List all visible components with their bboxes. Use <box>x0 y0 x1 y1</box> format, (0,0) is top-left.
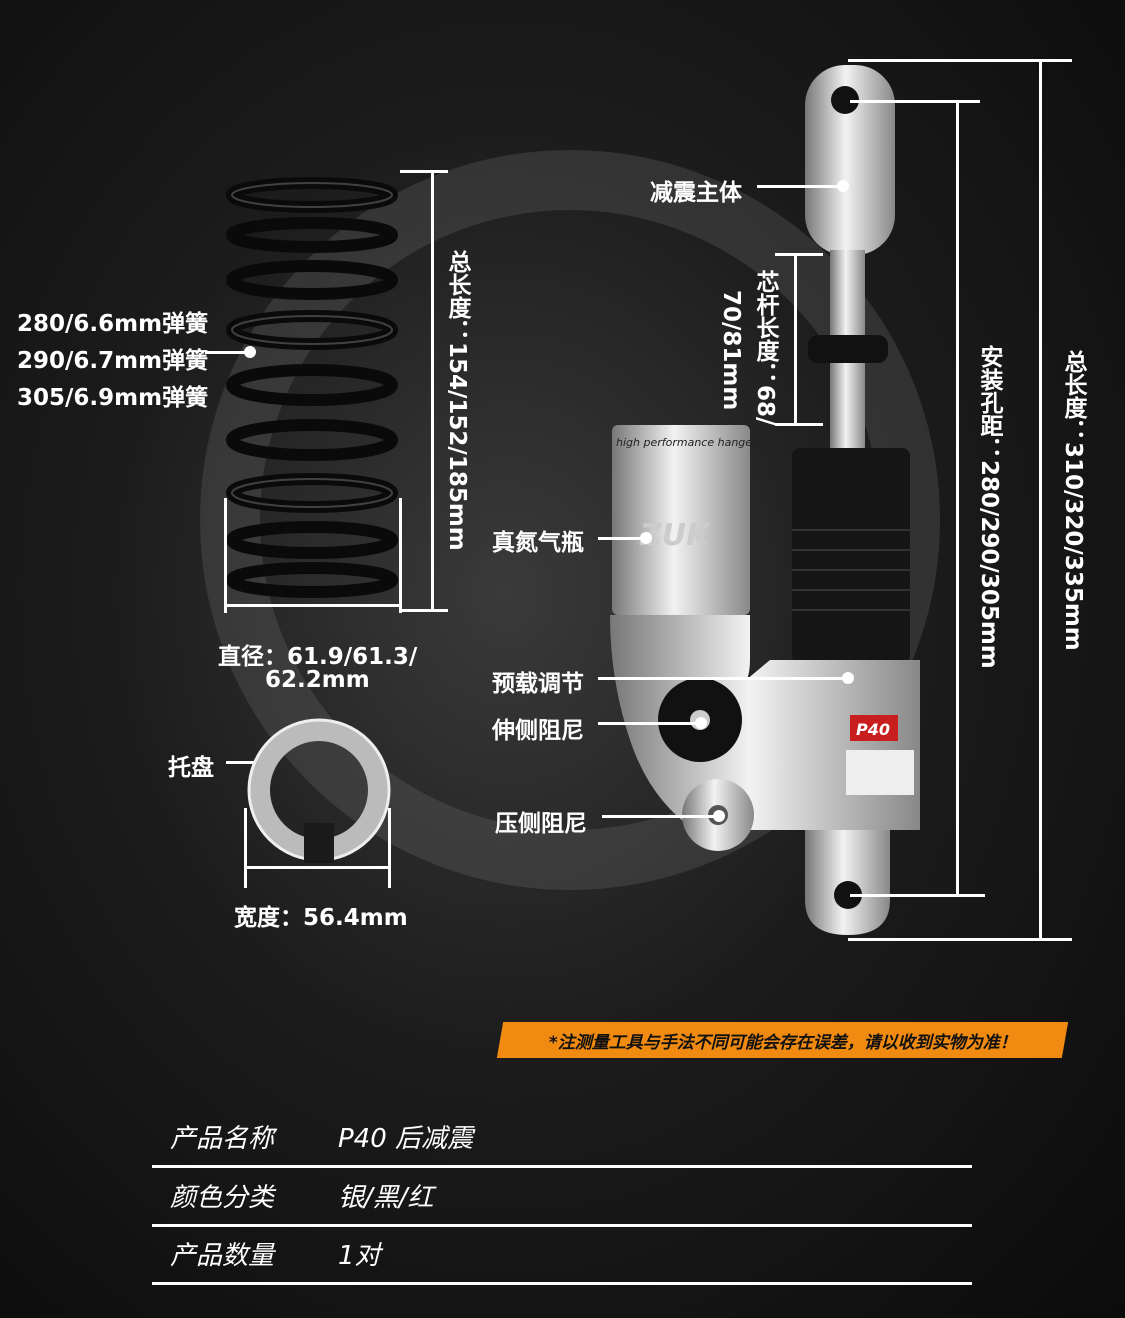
spec-value: 1对 <box>338 1241 381 1271</box>
model-badge: P40 <box>856 720 890 739</box>
dimension-tick <box>224 498 227 613</box>
total-length-line <box>1039 59 1042 941</box>
label-preload-adjust: 预载调节 <box>492 671 584 697</box>
label-shock-body: 减震主体 <box>650 180 742 206</box>
dimension-tick <box>399 498 402 613</box>
dimension-tick <box>850 100 980 103</box>
spec-key: 产品数量 <box>170 1241 275 1271</box>
spec-key: 颜色分类 <box>170 1183 275 1213</box>
leader-line <box>757 185 843 188</box>
spring-diameter-cont: 62.2mm <box>265 667 370 693</box>
mount-distance: 安装孔距：280/290/305mm <box>976 345 1002 669</box>
spec-value: P40 后减震 <box>338 1124 474 1154</box>
leader-dot <box>695 717 707 729</box>
rod-length: 芯杆长度：68/ <box>752 270 778 426</box>
leader-line <box>205 351 250 354</box>
leader-dot <box>837 180 849 192</box>
rod-length-cont: 70/81mm <box>718 290 744 411</box>
dimension-tick <box>244 808 247 888</box>
dimension-tick <box>388 808 391 888</box>
disclaimer-text: *注测量工具与手法不同可能会存在误差，请以收到实物为准！ <box>548 1032 1017 1053</box>
dimension-tick <box>848 938 1072 941</box>
spring-option-2: 290/6.7mm弹簧 <box>17 348 209 374</box>
leader-dot <box>842 672 854 684</box>
leader-line <box>598 722 700 725</box>
rod-length-line <box>794 253 797 426</box>
dimension-tick <box>850 894 985 897</box>
spec-key: 产品名称 <box>170 1124 275 1154</box>
tray-ring-image <box>247 718 391 863</box>
spring-total-length: 总长度：154/152/185mm <box>444 250 470 551</box>
spring-option-1: 280/6.6mm弹簧 <box>17 311 209 337</box>
spec-value: 银/黑/红 <box>338 1183 434 1213</box>
disclaimer-banner: *注测量工具与手法不同可能会存在误差，请以收到实物为准！ <box>496 1022 1069 1058</box>
spec-row: 产品数量 1对 <box>152 1227 972 1285</box>
spring-option-3: 305/6.9mm弹簧 <box>17 385 209 411</box>
spec-row: 颜色分类 银/黑/红 <box>152 1169 972 1227</box>
dimension-line <box>431 170 434 612</box>
dimension-tick <box>400 170 448 173</box>
shock-total-length: 总长度：310/320/335mm <box>1060 350 1086 651</box>
tray-width: 宽度：56.4mm <box>234 905 408 931</box>
dimension-tick <box>400 609 448 612</box>
leader-line <box>598 677 848 680</box>
shock-absorber-image: high performance hanger ZUK P40 <box>610 65 920 935</box>
label-rebound-damping: 伸侧阻尼 <box>492 718 584 744</box>
leader-dot <box>640 532 652 544</box>
diameter-line <box>224 604 402 607</box>
dimension-tick <box>848 59 1072 62</box>
label-compression-damping: 压侧阻尼 <box>495 811 587 837</box>
leader-line <box>598 537 645 540</box>
spec-row: 产品名称 P40 后减震 <box>152 1110 972 1168</box>
label-nitrogen-reservoir: 真氮气瓶 <box>492 530 584 556</box>
reservoir-text: high performance hanger <box>616 436 758 449</box>
tray-label: 托盘 <box>168 755 214 781</box>
dimension-tick <box>775 253 823 256</box>
width-line <box>245 866 390 869</box>
leader-line <box>226 761 262 764</box>
leader-line <box>602 815 718 818</box>
spring-image <box>226 177 398 598</box>
leader-dot <box>713 810 725 822</box>
mount-distance-line <box>956 100 959 896</box>
dimension-tick <box>775 423 823 426</box>
leader-dot <box>244 346 256 358</box>
spring-diameter: 直径：61.9/61.3/ <box>218 644 418 670</box>
